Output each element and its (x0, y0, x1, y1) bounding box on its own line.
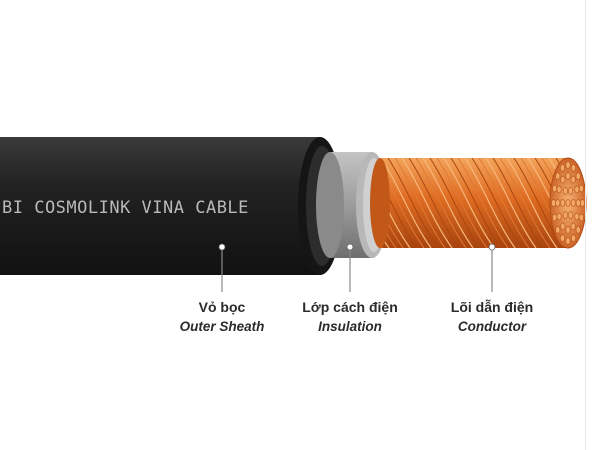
conductor-strand (464, 158, 516, 248)
conductor-end-strand (560, 199, 566, 207)
conductor-end-strand (560, 222, 566, 231)
conductor-strand (499, 158, 551, 248)
conductor-strand (422, 158, 474, 248)
conductor-end-strand (556, 212, 562, 221)
callout-label-en: Insulation (318, 319, 382, 334)
conductor-end-strand (574, 185, 580, 194)
conductor-end-strand (552, 213, 558, 222)
conductor-strand (380, 158, 425, 248)
conductor-strand (380, 158, 397, 248)
callout-label-vi: Vỏ bọc (198, 299, 246, 315)
conductor-end-strand (575, 172, 581, 180)
conductor-end-strand (559, 234, 565, 242)
conductor-end-strand (565, 237, 571, 245)
conductor-end-strand (556, 185, 562, 194)
conductor-strand (478, 158, 530, 248)
conductor-end-strand (574, 212, 580, 221)
conductor-end-strand (555, 172, 561, 180)
cable-print-text: BI COSMOLINK VINA CABLE (2, 198, 249, 218)
callout-label-vi: Lớp cách điện (302, 299, 398, 315)
conductor-strand (457, 158, 509, 248)
conductor-end-strand (551, 199, 557, 207)
callout-conductor: Lõi dẫn điện Conductor (417, 298, 567, 336)
conductor-strand (415, 158, 467, 248)
callout-outer-sheath: Vỏ bọc Outer Sheath (147, 298, 297, 336)
conductor-end-strand (552, 184, 558, 193)
conductor-strand (591, 158, 600, 248)
conductor-strand (450, 158, 502, 248)
conductor-strands (370, 157, 600, 249)
conductor-end-strand (575, 226, 581, 234)
conductor-strand (436, 158, 488, 248)
conductor-strand (492, 158, 544, 248)
callout-outer-sheath-marker (218, 243, 226, 292)
conductor-strand (387, 158, 439, 248)
conductor-end-strand (575, 199, 581, 207)
callout-insulation: Lớp cách điện Insulation (275, 298, 425, 336)
conductor-end-strand (570, 199, 576, 207)
conductor-strand (380, 158, 404, 248)
conductor-strand (394, 158, 446, 248)
conductor-end-strand (560, 175, 566, 184)
conductor-strand (408, 158, 460, 248)
page-edge-divider (585, 0, 586, 450)
conductor-strand (429, 158, 481, 248)
conductor-end-strand (578, 213, 584, 222)
callout-conductor-marker (488, 243, 496, 292)
conductor-end-strand (578, 184, 584, 193)
callout-insulation-marker (346, 243, 354, 292)
conductor-strand (471, 158, 523, 248)
conductor-end-strand (565, 161, 571, 169)
callout-label-vi: Lõi dẫn điện (450, 299, 534, 315)
conductor-end-strand (571, 234, 577, 242)
callout-label-en: Conductor (457, 319, 527, 334)
conductor-end-strand (565, 172, 571, 180)
conductor-end-strand (559, 164, 565, 172)
conductor-strand (401, 158, 453, 248)
conductor-strand (380, 158, 418, 248)
conductor-end-strand (571, 164, 577, 172)
conductor-end-strand (579, 199, 585, 207)
conductor-end-strand (565, 199, 571, 207)
conductor-end-strand (555, 199, 561, 207)
conductor-end-strand (562, 187, 568, 195)
conductor-strand (485, 158, 537, 248)
conductor-end-strand (565, 226, 571, 234)
conductor-end-strand (555, 226, 561, 234)
conductor-strand (443, 158, 495, 248)
conductor-end-strand (568, 187, 574, 195)
callout-label-en: Outer Sheath (179, 319, 265, 334)
conductor-end-strand (562, 211, 568, 219)
conductor-end-strand (570, 175, 576, 184)
conductor-strand (380, 158, 432, 248)
conductor-end-strand (570, 222, 576, 231)
conductor-end-strand (568, 211, 574, 219)
conductor-strand (506, 158, 558, 248)
